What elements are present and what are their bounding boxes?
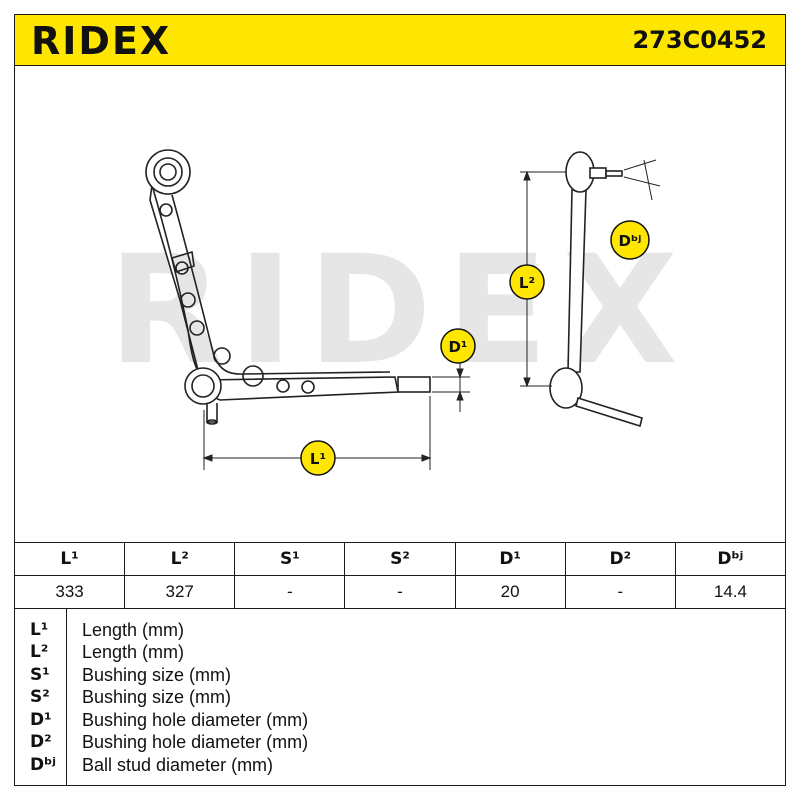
legend-description: Length (mm) — [82, 620, 185, 640]
legend-description: Length (mm) — [82, 642, 185, 662]
legend-symbol: Dᵇʲ — [30, 755, 56, 775]
control-arm-front-view — [145, 149, 431, 425]
svg-text:L²: L² — [519, 274, 535, 292]
spec-header: D² — [564, 542, 676, 576]
legend-symbol: D² — [30, 732, 52, 752]
badge-dbj: Dᵇʲ — [610, 220, 650, 260]
spec-value: 327 — [124, 575, 236, 609]
spec-value: - — [234, 575, 346, 609]
svg-text:D¹: D¹ — [448, 338, 467, 356]
svg-text:L¹: L¹ — [310, 450, 326, 468]
legend-item: S¹ Bushing size (mm) — [14, 665, 786, 687]
spec-value: 20 — [454, 575, 566, 609]
spec-header: L¹ — [13, 542, 126, 576]
badge-d1: D¹ — [440, 328, 476, 364]
legend-symbol: S² — [30, 687, 50, 707]
legend-item: Dᵇʲ Ball stud diameter (mm) — [14, 755, 786, 777]
spec-header: D¹ — [454, 542, 566, 576]
legend-item: D¹ Bushing hole diameter (mm) — [14, 710, 786, 732]
content-frame — [14, 66, 786, 786]
legend-item: S² Bushing size (mm) — [14, 687, 786, 709]
legend-description: Bushing hole diameter (mm) — [82, 732, 309, 752]
legend-symbol: L² — [30, 642, 49, 662]
spec-header: S¹ — [234, 542, 346, 576]
legend-divider — [66, 608, 67, 786]
legend-description: Bushing size (mm) — [82, 687, 232, 707]
part-number: 273C0452 — [632, 26, 767, 54]
legend-item: D² Bushing hole diameter (mm) — [14, 732, 786, 754]
spec-header-row: L¹ L² S¹ S² D¹ D² Dᵇʲ — [13, 542, 787, 576]
legend: L¹ Length (mm) L² Length (mm) S¹ Bushing… — [14, 608, 786, 786]
legend-symbol: D¹ — [30, 710, 52, 730]
badge-l2: L² — [509, 264, 545, 300]
spec-header: L² — [124, 542, 236, 576]
legend-item: L¹ Length (mm) — [14, 620, 786, 642]
legend-symbol: S¹ — [30, 665, 50, 685]
legend-description: Bushing hole diameter (mm) — [82, 710, 309, 730]
svg-text:Dᵇʲ: Dᵇʲ — [619, 232, 642, 250]
spec-header: Dᵇʲ — [674, 542, 787, 576]
badge-l1: L¹ — [300, 440, 336, 476]
spec-value: - — [344, 575, 456, 609]
brand-logo: RIDEX — [31, 19, 172, 63]
technical-drawing: RIDEX — [108, 149, 678, 476]
spec-value: 333 — [13, 575, 126, 609]
header-bar: RIDEX 273C0452 — [14, 14, 786, 66]
legend-item: L² Length (mm) — [14, 642, 786, 664]
spec-table: L¹ L² S¹ S² D¹ D² Dᵇʲ 333 327 - - 20 - 1… — [13, 542, 787, 609]
spec-value: - — [564, 575, 676, 609]
spec-value: 14.4 — [674, 575, 787, 609]
legend-symbol: L¹ — [30, 620, 49, 640]
legend-description: Bushing size (mm) — [82, 665, 232, 685]
spec-value-row: 333 327 - - 20 - 14.4 — [13, 575, 787, 609]
spec-header: S² — [344, 542, 456, 576]
legend-description: Ball stud diameter (mm) — [82, 755, 274, 775]
